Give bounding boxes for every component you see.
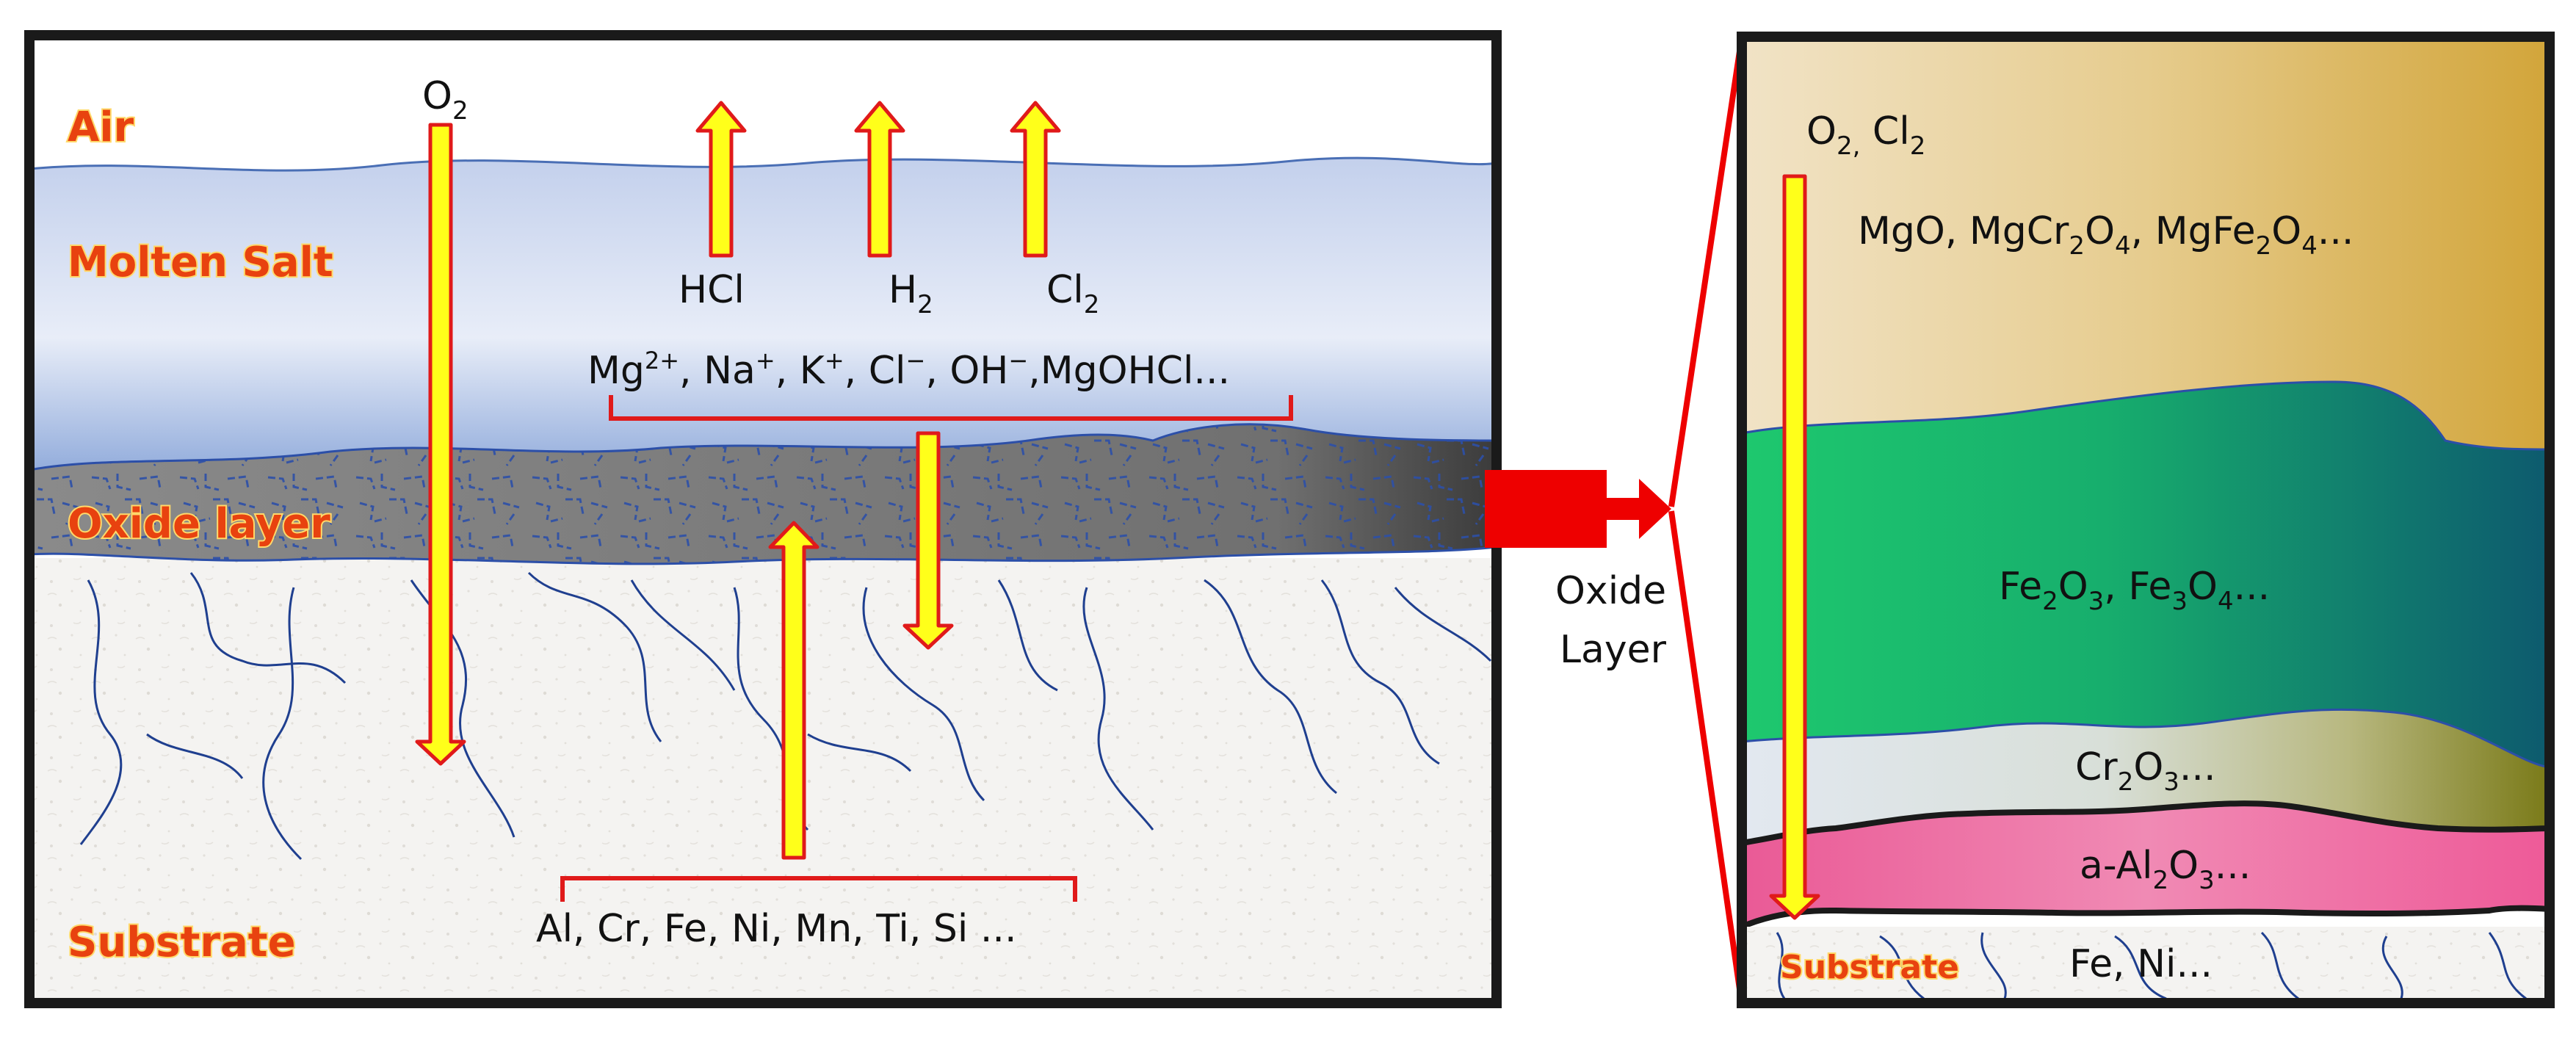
zoom-line-bottom	[1668, 510, 1745, 1005]
mgo-layer	[1742, 37, 2550, 463]
zoom-line-top	[1668, 36, 1745, 507]
hcl-label: HCl	[679, 268, 745, 312]
molten-salt-label: Molten Salt	[68, 239, 333, 286]
connector-shaft	[1601, 498, 1645, 520]
cr2o3-layer-label: Cr2O3...	[2075, 745, 2216, 797]
al2o3-layer	[1739, 800, 2553, 932]
alloy-elements-bracket	[560, 876, 1077, 902]
molten-salt-zone	[28, 156, 1498, 486]
oxide-texture	[29, 424, 1497, 564]
mgo-layer-label: MgO, MgCr2O4, MgFe2O4...	[1858, 209, 2354, 261]
connector-label-line2: Layer	[1560, 628, 1667, 672]
left-panel: Air Molten Salt Oxide layer Substrate O2…	[24, 30, 1502, 1008]
h2-up-arrow	[854, 101, 905, 258]
h2-label: H2	[889, 268, 933, 319]
connector-block	[1485, 470, 1607, 548]
right-panel-frame	[1737, 32, 2555, 1008]
right-substrate-elements: Fe, Ni...	[2069, 942, 2213, 986]
connector-arrowhead	[1639, 479, 1671, 539]
right-panel: O2, Cl2 MgO, MgCr2O4, MgFe2O4... Fe2O3, …	[1737, 32, 2555, 1008]
fe-oxide-layer	[1740, 380, 2551, 773]
substrate-cracks	[79, 571, 1492, 861]
cl2-up-arrow	[1010, 101, 1061, 258]
right-substrate-label: Substrate	[1780, 949, 1959, 986]
al2o3-layer-label: a-Al2O3...	[2080, 844, 2251, 895]
connector-label-line1: Oxide	[1555, 569, 1666, 613]
salt-species-bracket	[609, 395, 1293, 421]
fe-oxide-layer-label: Fe2O3, Fe3O4...	[1999, 565, 2270, 616]
alloy-outward-arrow	[768, 521, 820, 860]
o2-inward-arrow	[415, 123, 466, 766]
substrate-label: Substrate	[68, 919, 296, 966]
air-label: Air	[68, 104, 134, 151]
alloy-elements-label: Al, Cr, Fe, Ni, Mn, Ti, Si ...	[536, 907, 1016, 951]
hcl-up-arrow	[695, 101, 747, 258]
salt-into-oxide-arrow	[902, 431, 954, 650]
o2-arrow-label: O2	[422, 74, 468, 126]
cl2-label: Cl2	[1046, 268, 1099, 319]
right-substrate-cracks	[1776, 931, 2527, 1000]
o2-cl2-inward-arrow	[1769, 174, 1820, 920]
substrate-zone	[29, 558, 1497, 1003]
salt-species-label: Mg2+, Na+, K+, Cl−, OH−,MgOHCl...	[587, 347, 1230, 393]
oxide-layer-connector: Oxide Layer	[1485, 36, 1745, 1005]
right-substrate-zone	[1742, 927, 2550, 1003]
gases-label: O2, Cl2	[1806, 109, 1925, 161]
oxide-layer-label: Oxide layer	[68, 500, 330, 548]
